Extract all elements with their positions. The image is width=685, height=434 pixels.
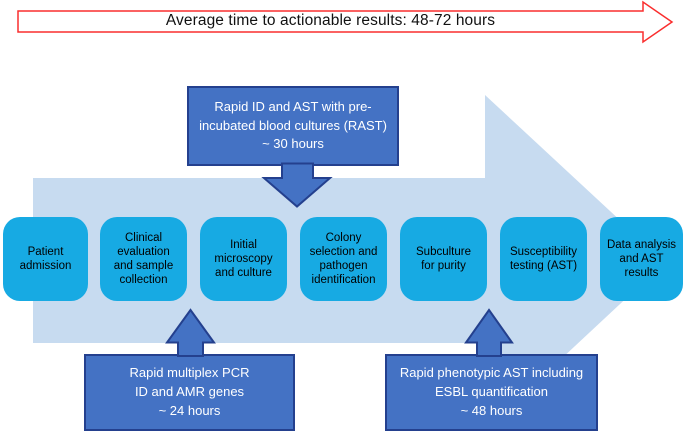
step-clinical-evaluation: Clinical evaluation and sample collectio… — [100, 217, 187, 301]
step-data-analysis: Data analysis and AST results — [600, 217, 683, 301]
callout-ast: Rapid phenotypic AST including ESBL quan… — [385, 354, 598, 431]
step-label: Susceptibility testing (AST) — [509, 245, 578, 272]
callout-rast: Rapid ID and AST with pre- incubated blo… — [187, 86, 399, 166]
step-label: Data analysis and AST results — [606, 238, 677, 280]
step-colony-selection: Colony selection and pathogen identifica… — [300, 217, 387, 301]
arrow-up-ast — [464, 308, 514, 357]
step-subculture-purity: Subculture for purity — [400, 217, 487, 301]
step-label: Colony selection and pathogen identifica… — [309, 231, 378, 287]
callout-pcr-label: Rapid multiplex PCR ID and AMR genes ~ 2… — [129, 365, 250, 418]
step-initial-microscopy: Initial microscopy and culture — [200, 217, 287, 301]
callout-pcr: Rapid multiplex PCR ID and AMR genes ~ 2… — [84, 354, 295, 431]
callout-ast-label: Rapid phenotypic AST including ESBL quan… — [399, 365, 584, 418]
arrow-down-rast — [261, 162, 333, 208]
banner: Average time to actionable results: 48-7… — [18, 10, 643, 32]
step-label: Patient admission — [19, 245, 72, 272]
step-label: Clinical evaluation and sample collectio… — [113, 231, 174, 287]
step-label: Initial microscopy and culture — [214, 238, 273, 280]
arrow-up-pcr — [165, 308, 216, 357]
callout-rast-label: Rapid ID and AST with pre- incubated blo… — [199, 98, 387, 152]
step-label: Subculture for purity — [416, 245, 471, 272]
step-patient-admission: Patient admission — [3, 217, 88, 301]
banner-label: Average time to actionable results: 48-7… — [165, 12, 496, 29]
step-susceptibility-testing: Susceptibility testing (AST) — [500, 217, 587, 301]
